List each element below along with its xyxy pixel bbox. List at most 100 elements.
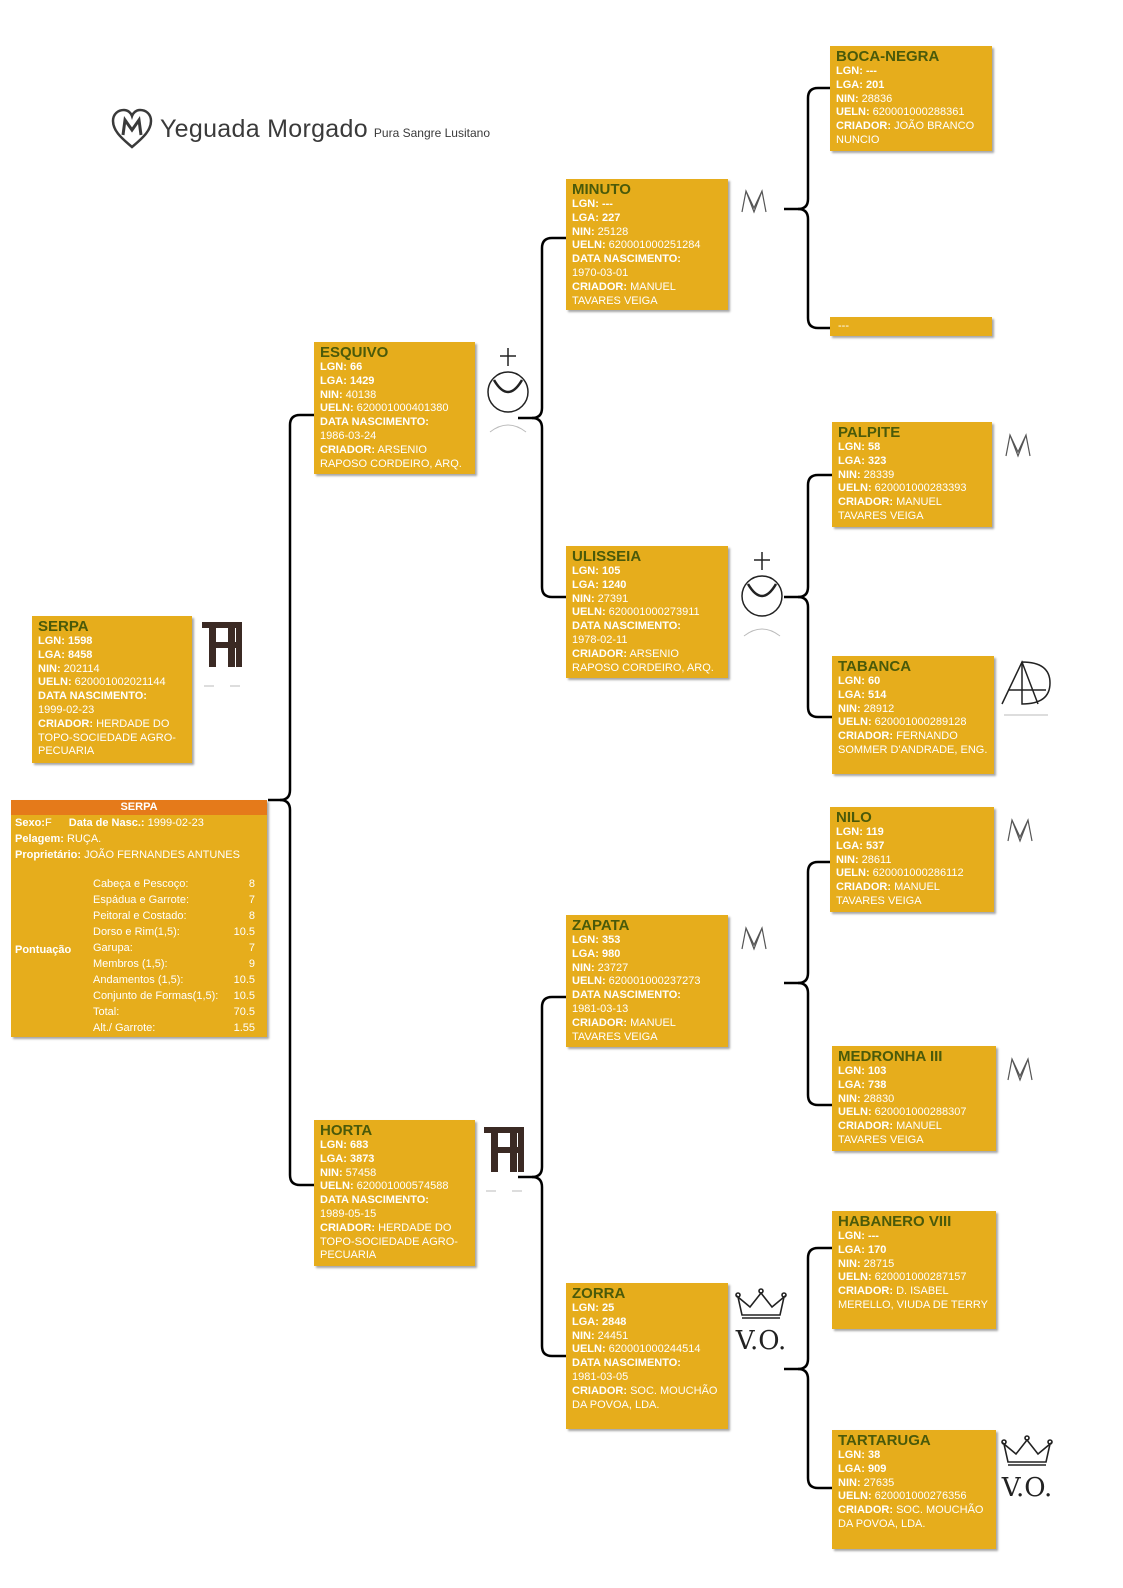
horse-name: ZAPATA: [572, 917, 630, 934]
horse-breeder: ARSENIO RAPOSO CORDEIRO, ARQ.: [572, 647, 714, 674]
info-coat: RUÇA.: [66, 833, 102, 845]
horse-card-palpite[interactable]: PALPITE LGN: 58 LGA: 323 NIN: 28339 UELN…: [832, 422, 992, 527]
horse-breeder: HERDADE DO TOPO-SOCIEDADE AGRO-PECUARIA: [320, 1221, 458, 1262]
horse-lgn: 105: [601, 565, 621, 577]
horse-name: NILO: [836, 809, 872, 826]
horse-card-unknown[interactable]: ---: [830, 317, 992, 336]
crown-vo-brand-icon: V.O.: [1000, 1434, 1054, 1524]
info-sex: F: [44, 817, 52, 829]
horse-nin: 28611: [861, 853, 892, 866]
horse-ueln: 620001002021144: [74, 676, 166, 689]
th-brand-icon: [202, 622, 242, 687]
horse-name: HORTA: [320, 1122, 373, 1139]
brand-vo-text: V.O.: [1001, 1473, 1053, 1503]
horse-card-habanero[interactable]: HABANERO VIII LGN: --- LGA: 170 NIN: 287…: [832, 1211, 996, 1329]
horse-breeder: MANUEL TAVARES VEIGA: [838, 496, 942, 522]
horse-nin: 25128: [597, 225, 629, 238]
horse-lgn: ---: [867, 1230, 879, 1242]
yeguada-morgado-logo: Yeguada Morgado Pura Sangre Lusitano: [110, 106, 490, 152]
horse-card-tartaruga[interactable]: TARTARUGA LGN: 38 LGA: 909 NIN: 27635 UE…: [832, 1430, 996, 1549]
horse-lgn: ---: [865, 65, 877, 77]
horse-nin: 28715: [863, 1257, 895, 1270]
horse-ueln: 620001000574588: [356, 1180, 449, 1193]
horse-breeder: SOC. MOUCHÃO DA POVOA, LDA.: [572, 1384, 718, 1411]
horse-info-panel: SERPA Sexo:F Data de Nasc.: 1999-02-23 P…: [11, 800, 267, 1037]
horse-breeder: D. ISABEL MERELLO, VIUDA DE TERRY: [838, 1285, 988, 1311]
horse-lga: 227: [601, 211, 621, 224]
horse-ueln: 620001000288361: [872, 106, 965, 119]
horse-lgn: 103: [867, 1065, 887, 1077]
horse-nin: 24451: [597, 1329, 629, 1342]
heart-m-logo-icon: [111, 108, 153, 149]
horse-birth: 1970-03-01: [572, 266, 629, 279]
horse-breeder: MANUEL TAVARES VEIGA: [572, 1016, 676, 1043]
horse-lga: 323: [867, 454, 887, 467]
horse-card-tabanca[interactable]: TABANCA LGN: 60 LGA: 514 NIN: 28912 UELN…: [832, 656, 994, 774]
horse-lga: 201: [865, 78, 885, 91]
horse-nin: 28836: [861, 92, 893, 105]
horse-lga: 514: [867, 688, 887, 701]
horse-breeder: HERDADE DO TOPO-SOCIEDADE AGRO-PECUARIA: [38, 717, 176, 758]
horse-lgn: 119: [865, 826, 884, 838]
horse-ueln: 620001000289128: [874, 716, 967, 729]
horse-nin: 28339: [863, 468, 895, 481]
horse-nin: 202114: [63, 662, 100, 675]
horse-ueln: 620001000244514: [608, 1343, 701, 1356]
horse-lgn: 66: [349, 361, 363, 373]
horse-card-bocanegra[interactable]: BOCA-NEGRA LGN: --- LGA: 201 NIN: 28836 …: [830, 46, 992, 151]
horse-ueln: 620001000276356: [874, 1490, 967, 1503]
mm-brand-icon: [1007, 1057, 1033, 1082]
horse-birth: 1981-03-13: [572, 1002, 629, 1015]
horse-ueln: 620001000251284: [608, 239, 701, 252]
horse-ueln: 620001000237273: [608, 975, 701, 988]
horse-ueln: 620001000288307: [874, 1106, 967, 1119]
info-title: SERPA: [11, 800, 267, 815]
horse-card-ulisseia[interactable]: ULISSEIA LGN: 105 LGA: 1240 NIN: 27391 U…: [566, 546, 728, 678]
score-label: Pontuação: [15, 944, 72, 956]
horse-card-minuto[interactable]: MINUTO LGN: --- LGA: 227 NIN: 25128 UELN…: [566, 179, 728, 310]
horse-breeder: JOÃO BRANCO NUNCIO: [836, 120, 975, 146]
horse-nin: 28912: [863, 702, 895, 715]
horse-card-horta[interactable]: HORTA LGN: 683 LGA: 3873 NIN: 57458 UELN…: [314, 1120, 475, 1266]
info-owner: JOÃO FERNANDES ANTUNES: [84, 849, 240, 861]
horse-lga: 8458: [67, 648, 93, 661]
brand-vo-text: V.O.: [735, 1326, 787, 1356]
horse-lgn: 38: [867, 1449, 881, 1461]
horse-birth: 1999-02-23: [38, 703, 95, 716]
horse-birth: 1981-03-05: [572, 1370, 629, 1383]
horse-breeder: SOC. MOUCHÃO DA POVOA, LDA.: [838, 1504, 984, 1530]
horse-nin: 28830: [863, 1092, 895, 1105]
info-birth: 1999-02-23: [147, 817, 204, 829]
horse-card-zorra[interactable]: ZORRA LGN: 25 LGA: 2848 NIN: 24451 UELN:…: [566, 1283, 728, 1429]
horse-lga: 1429: [349, 374, 375, 387]
horse-lga: 170: [867, 1243, 887, 1256]
horse-name: MEDRONHA III: [838, 1048, 943, 1065]
horse-breeder: MANUEL TAVARES VEIGA: [836, 881, 940, 907]
horse-lgn: 58: [867, 441, 881, 453]
horse-card-zapata[interactable]: ZAPATA LGN: 353 LGA: 980 NIN: 23727 UELN…: [566, 915, 728, 1047]
mm-brand-icon: [741, 926, 767, 951]
horse-nin: 27635: [863, 1476, 895, 1489]
horse-name: ---: [838, 320, 849, 332]
horse-lgn: 353: [601, 934, 621, 946]
horse-name: TABANCA: [838, 658, 912, 675]
horse-card-medronha[interactable]: MEDRONHA III LGN: 103 LGA: 738 NIN: 2883…: [832, 1046, 996, 1151]
horse-lgn: 25: [601, 1302, 615, 1314]
horse-name: ULISSEIA: [572, 548, 642, 565]
horse-lgn: 1598: [67, 635, 93, 647]
horse-card-nilo[interactable]: NILO LGN: 119 LGA: 537 NIN: 28611 UELN: …: [830, 807, 994, 912]
horse-birth: 1978-02-11: [572, 633, 628, 646]
horse-lga: 909: [867, 1462, 887, 1475]
horse-birth: 1989-05-15: [320, 1207, 377, 1220]
horse-birth: 1986-03-24: [320, 429, 377, 442]
mm-brand-icon: [1005, 433, 1031, 458]
horse-lgn: 60: [867, 675, 881, 687]
horse-card-esquivo[interactable]: ESQUIVO LGN: 66 LGA: 1429 NIN: 40138 UEL…: [314, 342, 475, 474]
horse-name: ZORRA: [572, 1285, 626, 1302]
ad-brand-icon: [1001, 660, 1051, 716]
horse-name: BOCA-NEGRA: [836, 48, 940, 65]
th-brand-icon: [484, 1127, 524, 1192]
cross-crescent-brand-icon: [487, 348, 529, 433]
horse-card-serpa[interactable]: SERPA LGN: 1598 LGA: 8458 NIN: 202114 UE…: [32, 616, 192, 763]
